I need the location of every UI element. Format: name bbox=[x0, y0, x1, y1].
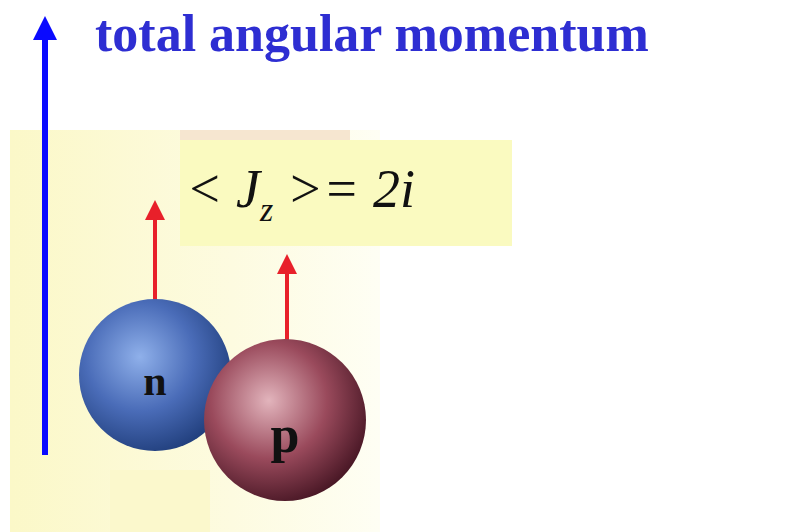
label-panel bbox=[180, 140, 512, 246]
total-momentum-arrow bbox=[42, 28, 48, 455]
sphere-text: p bbox=[203, 338, 367, 502]
particle-letter: p bbox=[271, 405, 300, 464]
title: total angular momentum bbox=[95, 4, 649, 63]
equation-text: < J bbox=[186, 158, 260, 220]
background-panel bbox=[110, 470, 210, 532]
equation-text: >= 2i bbox=[273, 158, 415, 220]
background-strip bbox=[180, 130, 350, 140]
particle-sphere: p bbox=[203, 338, 367, 502]
subscript: z bbox=[260, 191, 273, 229]
particle-letter: n bbox=[143, 357, 166, 405]
expectation-value: < Jz >= 2i bbox=[186, 158, 415, 220]
